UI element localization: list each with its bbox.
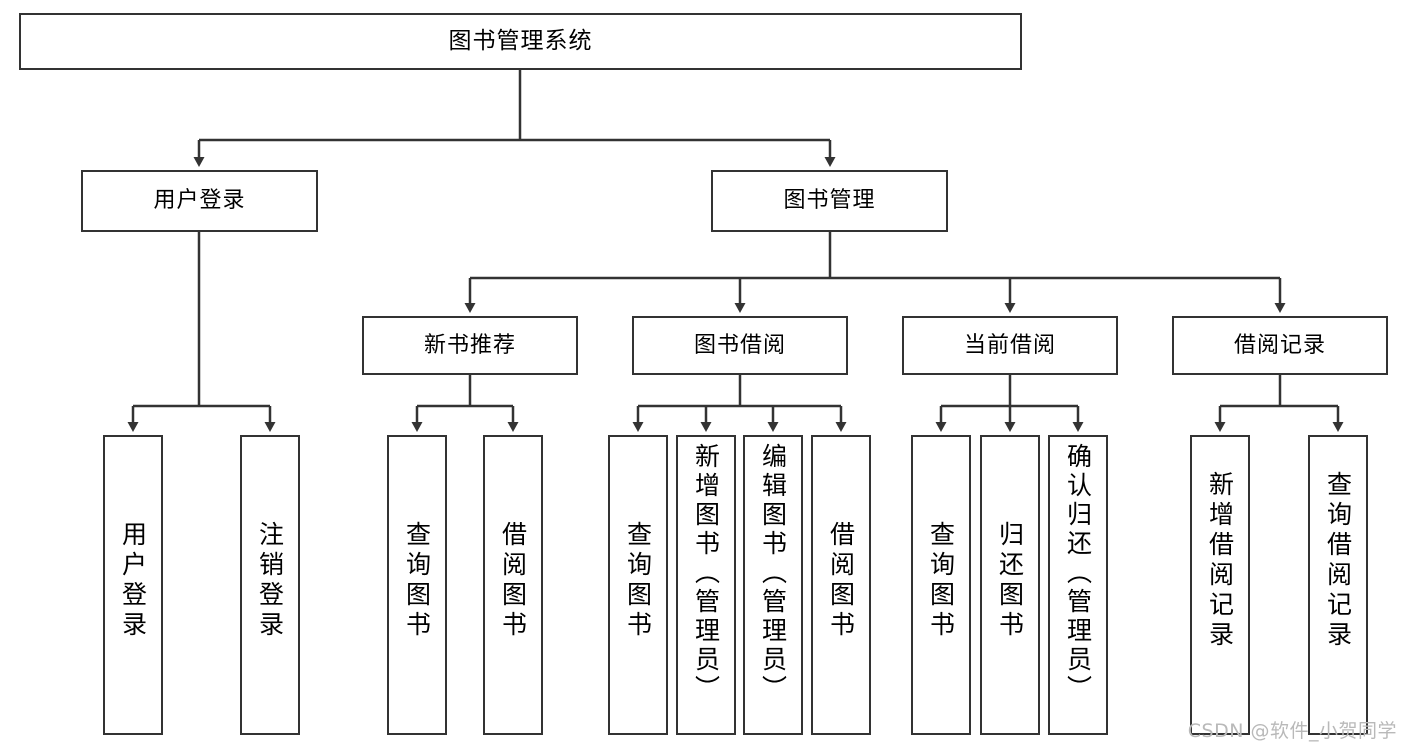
node-label: 图书管理 <box>783 188 876 214</box>
node-label: 图书借阅 <box>693 332 786 358</box>
node-label: 新书推荐 <box>423 332 516 358</box>
node-label: 确认归还（管理员） <box>1063 443 1093 704</box>
leaf-borrow-book[interactable]: 借阅图书 <box>811 435 871 735</box>
node-label: 注销登录 <box>255 521 285 641</box>
node-label: 图书管理系统 <box>448 27 593 54</box>
leaf-user-logout[interactable]: 注销登录 <box>240 435 300 735</box>
watermark-text: CSDN @软件_小贺同学 <box>1187 720 1397 742</box>
node-label: 查询图书 <box>623 521 653 641</box>
node-label: 归还图书 <box>995 521 1025 641</box>
node-label: 用户登录 <box>153 188 246 214</box>
node-new-book-recommend[interactable]: 新书推荐 <box>362 316 578 375</box>
node-book-management[interactable]: 图书管理 <box>711 170 948 232</box>
node-label: 查询图书 <box>402 521 432 641</box>
node-root-system[interactable]: 图书管理系统 <box>19 13 1022 70</box>
leaf-add-borrow-record[interactable]: 新增借阅记录 <box>1190 435 1250 735</box>
leaf-return-book[interactable]: 归还图书 <box>980 435 1040 735</box>
node-label: 借阅记录 <box>1233 332 1326 358</box>
leaf-edit-book-admin[interactable]: 编辑图书（管理员） <box>743 435 803 735</box>
node-book-borrow[interactable]: 图书借阅 <box>632 316 848 375</box>
leaf-confirm-return-admin[interactable]: 确认归还（管理员） <box>1048 435 1108 735</box>
node-label: 新增借阅记录 <box>1205 471 1235 651</box>
node-user-login[interactable]: 用户登录 <box>81 170 318 232</box>
leaf-query-book-new[interactable]: 查询图书 <box>387 435 447 735</box>
node-label: 借阅图书 <box>498 521 528 641</box>
leaf-user-login[interactable]: 用户登录 <box>103 435 163 735</box>
leaf-borrow-book-new[interactable]: 借阅图书 <box>483 435 543 735</box>
node-current-borrow[interactable]: 当前借阅 <box>902 316 1118 375</box>
leaf-query-book-current[interactable]: 查询图书 <box>911 435 971 735</box>
leaf-query-book-borrow[interactable]: 查询图书 <box>608 435 668 735</box>
node-borrow-records[interactable]: 借阅记录 <box>1172 316 1388 375</box>
node-label: 借阅图书 <box>826 521 856 641</box>
node-label: 查询借阅记录 <box>1323 471 1353 651</box>
node-label: 查询图书 <box>926 521 956 641</box>
node-label: 新增图书（管理员） <box>691 443 721 704</box>
leaf-add-book-admin[interactable]: 新增图书（管理员） <box>676 435 736 735</box>
node-label: 编辑图书（管理员） <box>758 443 788 704</box>
leaf-query-borrow-record[interactable]: 查询借阅记录 <box>1308 435 1368 735</box>
node-label: 用户登录 <box>118 521 148 641</box>
node-label: 当前借阅 <box>963 332 1056 358</box>
